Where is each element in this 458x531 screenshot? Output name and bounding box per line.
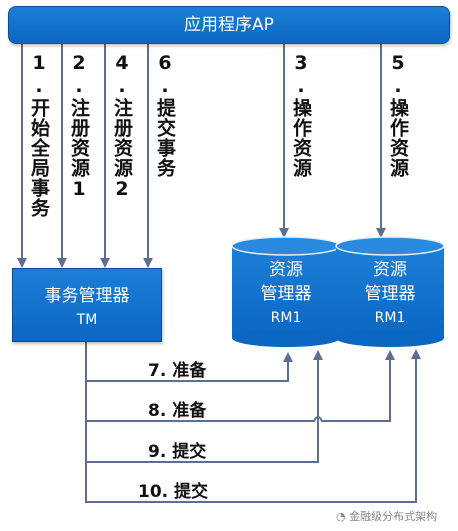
rm2-label: 资源 管理器 RM1 bbox=[336, 258, 444, 330]
step-4-label: 4.注册资源2 bbox=[111, 52, 133, 201]
rm2-line3: RM1 bbox=[374, 310, 406, 326]
rm2-line1: 资源 bbox=[373, 260, 407, 280]
tm-title: 事务管理器 bbox=[44, 286, 130, 306]
step-10-label: 10. 提交 bbox=[138, 482, 209, 502]
step-7-label: 7. 准备 bbox=[148, 361, 207, 381]
rm1-line1: 资源 bbox=[269, 260, 303, 280]
step-6-label: 6.提交事务 bbox=[154, 52, 176, 178]
arrows-ap-to-tm bbox=[17, 43, 153, 268]
step-2-label: 2.注册资源1 bbox=[68, 52, 90, 201]
step-9-label: 9. 提交 bbox=[148, 442, 207, 462]
rm1-line2: 管理器 bbox=[260, 284, 312, 304]
rm1-cylinder bbox=[231, 236, 341, 347]
wechat-icon: ◔ bbox=[336, 510, 346, 523]
tm-abbrev: TM bbox=[76, 312, 98, 328]
step-3-label: 3.操作资源 bbox=[290, 52, 312, 178]
watermark: ◔ 金融级分布式架构 bbox=[336, 508, 437, 524]
application-ap-box: 应用程序AP bbox=[8, 6, 450, 44]
step-5-label: 5.操作资源 bbox=[387, 52, 409, 178]
rm1-label: 资源 管理器 RM1 bbox=[232, 258, 340, 330]
step-8-label: 8. 准备 bbox=[148, 401, 207, 421]
watermark-text: 金融级分布式架构 bbox=[349, 510, 438, 523]
rm1-line3: RM1 bbox=[270, 310, 302, 326]
arrows-tm-to-rm bbox=[85, 342, 421, 503]
rm2-line2: 管理器 bbox=[364, 284, 416, 304]
transaction-manager-box: 事务管理器 TM bbox=[12, 268, 162, 342]
rm2-cylinder bbox=[335, 236, 445, 347]
arrows-ap-to-rm bbox=[279, 43, 386, 238]
step-1-label: 1.开始全局事务 bbox=[28, 52, 50, 218]
application-ap-label: 应用程序AP bbox=[184, 15, 274, 35]
